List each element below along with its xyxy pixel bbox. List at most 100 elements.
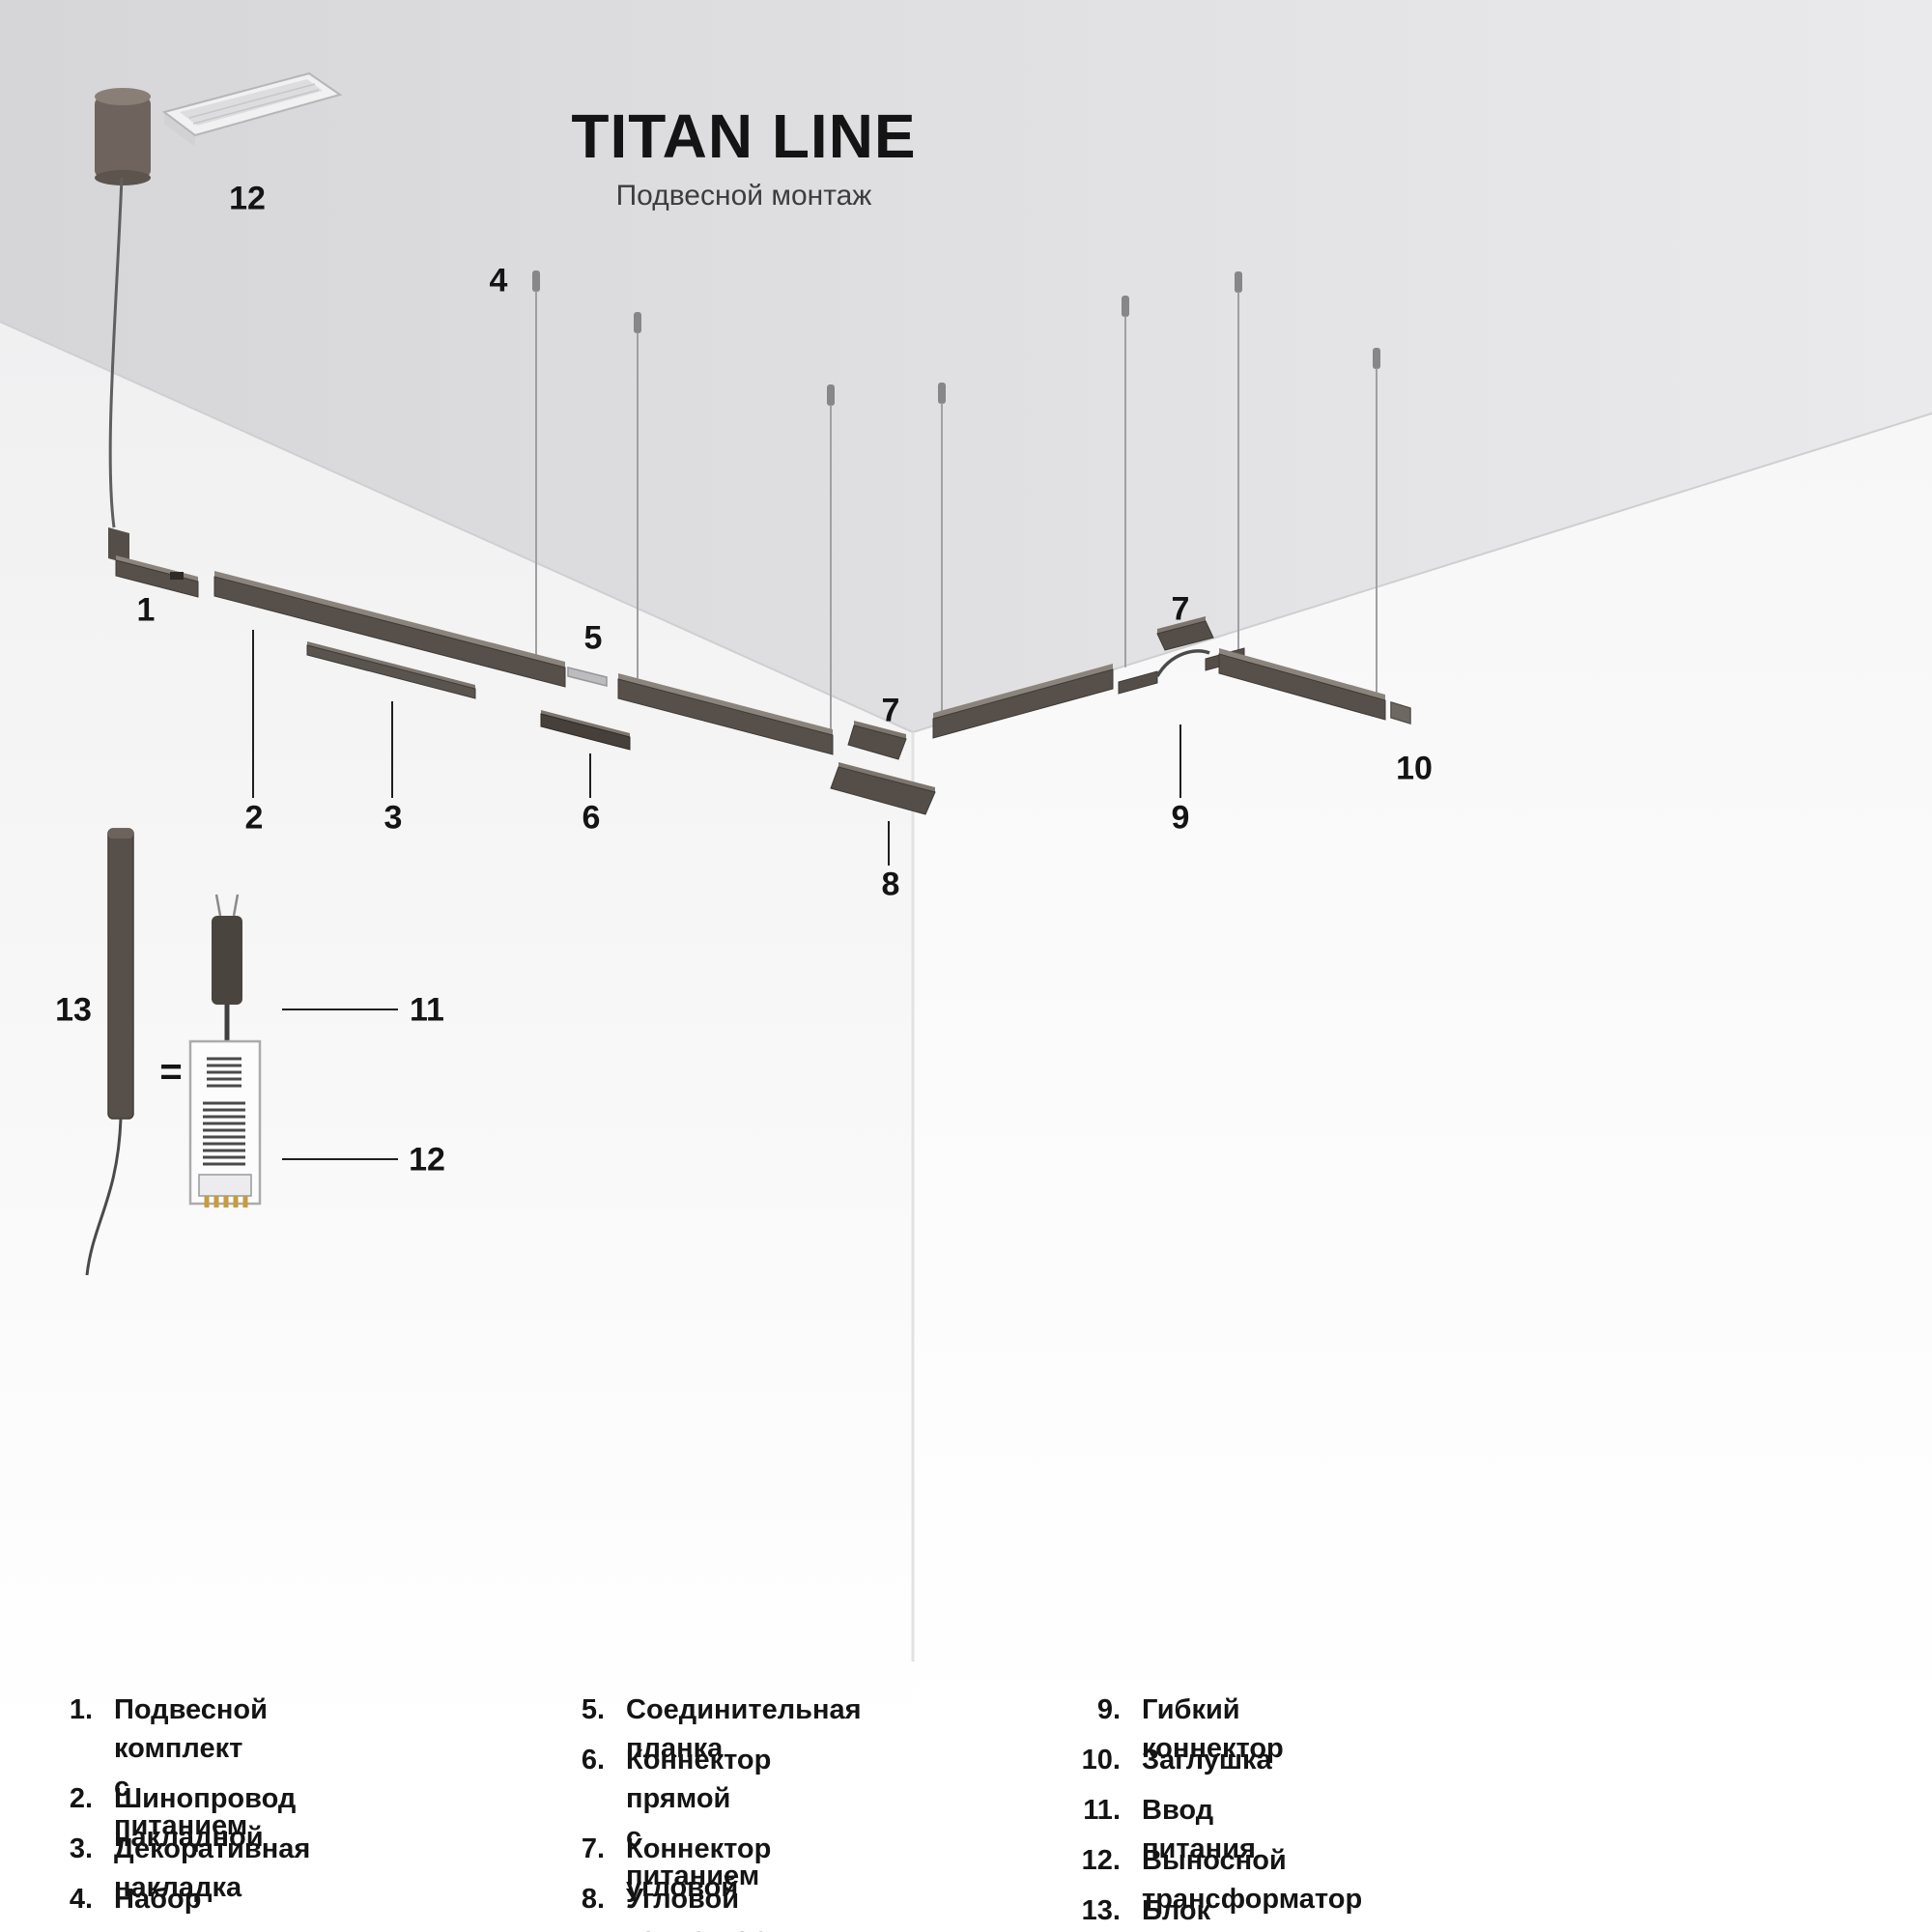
- suspension-cables: [532, 270, 1380, 735]
- feed-mount: [108, 527, 129, 564]
- psu-terminal-pins: [204, 1196, 248, 1208]
- legend-item-number: 9.: [1096, 1694, 1121, 1725]
- legend-item-number: 7.: [581, 1833, 605, 1864]
- legend-item-4: 4. Набор для подвеса: [37, 1880, 229, 1932]
- legend-item-number: 4.: [69, 1884, 93, 1915]
- left-wall: [0, 322, 913, 1739]
- callout-7-corner-left: 7: [881, 692, 900, 729]
- left-wall-track-run: [115, 555, 936, 815]
- straight-connector-power: [540, 710, 631, 751]
- legend-item-number: 11.: [1083, 1795, 1121, 1826]
- joint-plate: [567, 667, 608, 687]
- suspension-cable: [1122, 296, 1129, 668]
- corner-connector-right: [1156, 616, 1214, 651]
- callout-13-power-block: 13: [55, 991, 92, 1029]
- surface-track-3: [932, 664, 1114, 739]
- legend-item-10: 10. Заглушка: [1065, 1741, 1272, 1779]
- track-profile-piece: [161, 71, 343, 147]
- legend-item-number: 13.: [1081, 1895, 1121, 1926]
- legend-item-12: 12. Выносной трансформатор: [1065, 1841, 1363, 1918]
- legend-item-7: 7. Коннектор угловой: [549, 1830, 772, 1907]
- legend-item-label: Угловой коннектор с питанием: [626, 1884, 768, 1932]
- legend-item-label: Коннектор угловой: [626, 1833, 772, 1903]
- decorative-cover: [306, 641, 476, 699]
- legend-item-label: Выносной трансформатор: [1142, 1845, 1363, 1915]
- feed-track-piece: [115, 555, 199, 598]
- callout-6-connector: 6: [582, 799, 601, 837]
- callout-11-power-input: 11: [410, 991, 444, 1029]
- leader-lines: [252, 630, 1181, 1160]
- legend-item-number: 3.: [69, 1833, 93, 1864]
- suspension-cable: [532, 270, 540, 661]
- suspension-cable: [827, 384, 835, 735]
- psu-vents-upper: [207, 1057, 242, 1088]
- callout-8-corner-power: 8: [881, 866, 900, 903]
- legend-item-6: 6. Коннектор прямой с питанием: [549, 1741, 772, 1895]
- legend-item-11: 11. Ввод питания: [1065, 1791, 1256, 1868]
- suspension-cable: [634, 312, 641, 685]
- corner-connector-left: [847, 721, 907, 760]
- power-block-bar: [107, 828, 134, 1120]
- page-subtitle: Подвесной монтаж: [615, 180, 872, 212]
- callout-12-psu: 12: [409, 1141, 445, 1179]
- legend-item-number: 8.: [581, 1884, 605, 1915]
- transformer-cylinder: [95, 97, 151, 178]
- legend-item-3: 3. Декоративная накладка: [37, 1830, 310, 1907]
- legend-item-label: Набор для подвеса: [114, 1884, 202, 1932]
- legend-item-number: 10.: [1081, 1745, 1121, 1776]
- callout-10-endcap: 10: [1396, 750, 1433, 787]
- right-wall: [913, 413, 1932, 1739]
- legend-item-label: Подвесной комплект с питанием: [114, 1694, 268, 1841]
- callout-5-plate: 5: [583, 619, 603, 657]
- feed-wire: [108, 177, 124, 528]
- suspension-cable: [1373, 348, 1380, 698]
- legend-item-1: 1. Подвесной комплект с питанием: [37, 1690, 268, 1845]
- legend-item-number: 1.: [69, 1694, 93, 1725]
- power-block-wire: [85, 1118, 123, 1276]
- legend-item-5: 5. Соединительная планка: [549, 1690, 862, 1768]
- right-wall-track-run: [932, 616, 1411, 739]
- surface-track: [213, 571, 566, 688]
- power-block-cap: [108, 829, 133, 838]
- legend: 1. Подвесной комплект с питанием 2. Шино…: [0, 1690, 1932, 1932]
- ceiling-transformer-assembly: [95, 71, 343, 564]
- suspension-cable: [1235, 271, 1242, 661]
- callout-7-corner-right: 7: [1171, 590, 1190, 628]
- callout-12-transformer: 12: [229, 180, 266, 217]
- cylinder-top: [95, 88, 151, 105]
- psu-vents-lower: [203, 1101, 245, 1166]
- surface-track-2: [617, 673, 834, 755]
- legend-item-label: Декоративная накладка: [114, 1833, 311, 1903]
- ceiling-plane: [0, 0, 1932, 732]
- callout-4-suspension: 4: [489, 262, 508, 299]
- callout-2-track: 2: [244, 799, 264, 837]
- legend-item-number: 5.: [581, 1694, 605, 1725]
- legend-item-number: 6.: [581, 1745, 605, 1776]
- cylinder-bottom: [95, 170, 151, 185]
- power-block-assembly: [85, 828, 262, 1276]
- power-input-connector: [212, 894, 242, 1041]
- callout-1-feed: 1: [136, 591, 156, 629]
- callout-9-flex: 9: [1171, 799, 1190, 837]
- legend-item-8: 8. Угловой коннектор с питанием: [549, 1880, 768, 1932]
- psu-terminal: [198, 1174, 252, 1197]
- legend-item-label: Блок питания: [1142, 1895, 1211, 1926]
- legend-item-2: 2. Шинопровод накладной: [37, 1779, 297, 1857]
- corner-connector-power: [830, 762, 936, 815]
- psu-unit: [188, 1039, 262, 1208]
- page-title: TITAN LINE: [571, 101, 917, 171]
- suspension-cable: [938, 383, 946, 717]
- callout-3-cover: 3: [384, 799, 403, 837]
- surface-track-4: [1218, 648, 1386, 721]
- legend-item-13: 13. Блок питания: [1065, 1891, 1256, 1932]
- legend-item-9: 9. Гибкий коннектор: [1065, 1690, 1284, 1768]
- legend-item-label: Соединительная планка: [626, 1694, 862, 1764]
- equals-sign: =: [159, 1050, 183, 1094]
- legend-item-label: Коннектор прямой с питанием: [626, 1745, 772, 1891]
- legend-item-label: Ввод питания: [1142, 1795, 1256, 1864]
- legend-item-label: Шинопровод накладной: [114, 1783, 297, 1853]
- endcap: [1390, 700, 1411, 725]
- legend-item-label: Заглушка: [1142, 1745, 1272, 1776]
